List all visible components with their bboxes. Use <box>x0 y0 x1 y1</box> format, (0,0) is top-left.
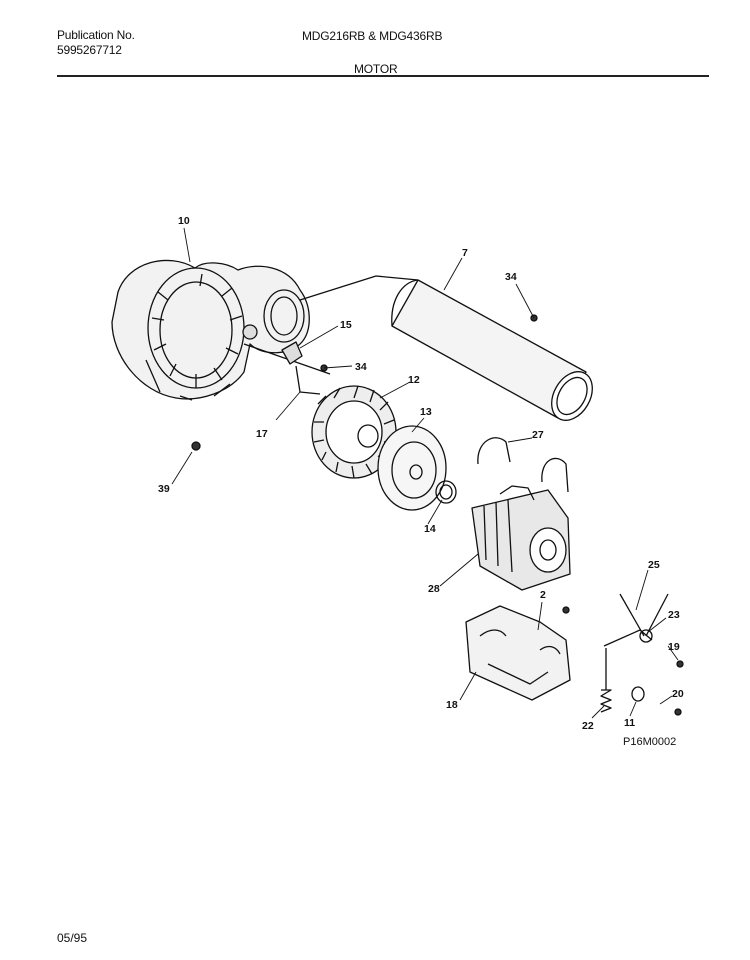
leader-lines <box>171 227 679 719</box>
blower-housing <box>111 259 310 401</box>
callout-7: 7 <box>462 247 468 259</box>
callout-20: 20 <box>672 688 684 700</box>
callout-23: 23 <box>668 609 680 621</box>
screws <box>191 314 684 716</box>
callout-14: 14 <box>424 523 436 535</box>
callout-28: 28 <box>428 583 440 595</box>
footer-date: 05/95 <box>57 931 88 945</box>
diagram-reference-code: P16M0002 <box>623 736 676 748</box>
callout-18: 18 <box>446 699 458 711</box>
drive-motor <box>471 485 571 591</box>
callout-15: 15 <box>340 319 352 331</box>
callout-12: 12 <box>408 374 420 386</box>
callout-labels: 10 7 34 15 34 12 17 13 27 39 14 28 25 2 … <box>158 215 684 748</box>
callout-34a: 34 <box>505 271 517 283</box>
publication-label: Publication No. <box>57 28 135 42</box>
callout-19: 19 <box>668 641 680 653</box>
motor-mount <box>465 605 571 701</box>
callout-22: 22 <box>582 720 594 732</box>
callout-11: 11 <box>624 717 635 729</box>
callout-39: 39 <box>158 483 170 495</box>
publication-number: 5995267712 <box>57 43 122 57</box>
callout-34b: 34 <box>355 361 367 373</box>
callout-2: 2 <box>540 589 546 601</box>
drive-pulley <box>377 425 457 511</box>
callout-17: 17 <box>256 428 268 440</box>
callout-27: 27 <box>532 429 544 441</box>
callout-13: 13 <box>420 406 432 418</box>
callout-25: 25 <box>648 559 660 571</box>
section-title: MOTOR <box>354 62 398 76</box>
exhaust-duct <box>243 275 593 421</box>
model-numbers: MDG216RB & MDG436RB <box>302 29 443 43</box>
callout-10: 10 <box>178 215 190 227</box>
idler-assembly <box>600 593 669 713</box>
motor-clamps <box>477 437 569 493</box>
header-rule <box>57 75 709 77</box>
